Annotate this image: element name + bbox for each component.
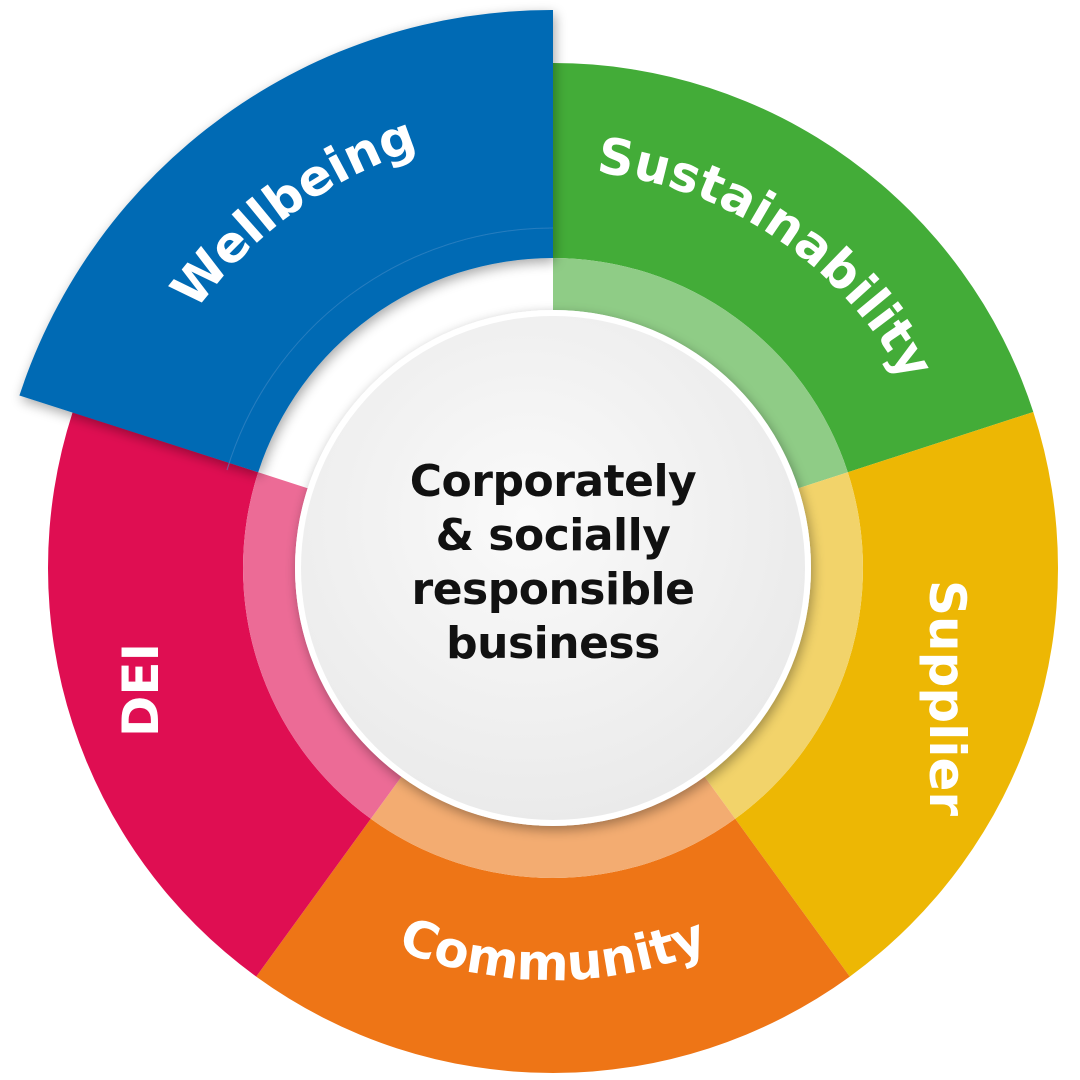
segment-community-outer	[256, 818, 850, 1074]
label-supplier: Supplier	[918, 580, 976, 816]
center-title-line-3: responsible	[411, 564, 695, 615]
segment-sustainability-inner-ring	[553, 258, 848, 489]
segment-wellbeing-divider	[226, 227, 554, 471]
center-circle	[295, 310, 811, 826]
segment-supplier-outer	[735, 412, 1059, 977]
center-title-line-4: business	[446, 618, 660, 669]
segment-community-inner-ring	[370, 776, 736, 878]
segment-supplier[interactable]	[704, 412, 1059, 977]
segment-dei-outer	[47, 412, 371, 977]
segment-community[interactable]	[256, 776, 850, 1074]
label-dei: DEI	[112, 643, 170, 737]
center-title-line-1: Corporately	[409, 456, 697, 507]
center-title-line-2: & socially	[435, 510, 671, 561]
segment-wellbeing[interactable]	[19, 9, 554, 473]
segment-supplier-inner-ring	[704, 472, 863, 819]
segment-dei[interactable]	[47, 412, 402, 977]
center-title: Corporately & socially responsible busin…	[340, 455, 766, 671]
segment-sustainability-outer	[553, 63, 1034, 473]
segment-dei-inner-ring	[243, 472, 402, 819]
segment-wellbeing-outer	[19, 9, 553, 473]
segment-sustainability[interactable]	[553, 63, 1034, 489]
